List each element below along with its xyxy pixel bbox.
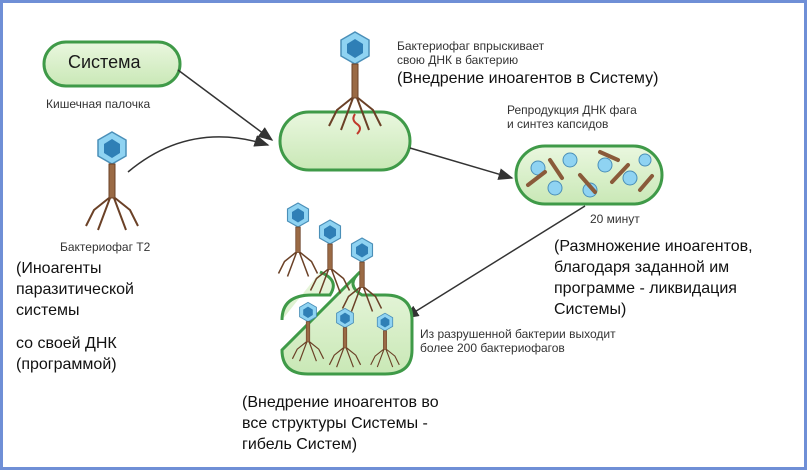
system-label: Система [68, 52, 141, 72]
arrow-cell-to-replication [409, 147, 514, 180]
injection-caption: Бактериофаг впрыскивает свою ДНК в бакте… [397, 39, 545, 67]
tail-fragments-icon [526, 150, 654, 194]
capsid-cluster-icon [530, 152, 652, 198]
injection-note: (Внедрение иноагентов в Систему) [397, 70, 659, 87]
left-note: (Иноагенты паразитической системы со сво… [16, 260, 134, 373]
infected-cell [278, 110, 412, 172]
system-cell [42, 40, 182, 88]
dna-strand-icon [352, 113, 361, 135]
arrow-phage-to-cell [127, 135, 270, 173]
time-label: 20 минут [590, 212, 640, 226]
phage-t2-icon [85, 131, 139, 231]
bottom-note: (Внедрение иноагентов во все структуры С… [242, 394, 439, 453]
replication-caption: Репродукция ДНК фага и синтез капсидов [507, 103, 637, 131]
phage-t2-label: Бактериофаг Т2 [60, 240, 151, 254]
multiplication-note: (Размножение иноагентов, благодаря задан… [554, 238, 753, 318]
burst-caption: Из разрушенной бактерии выходит более 20… [420, 327, 616, 355]
arrow-system-to-cell [177, 69, 274, 141]
ecoli-label: Кишечная палочка [46, 97, 151, 111]
arrow-replication-to-burst [403, 205, 586, 319]
